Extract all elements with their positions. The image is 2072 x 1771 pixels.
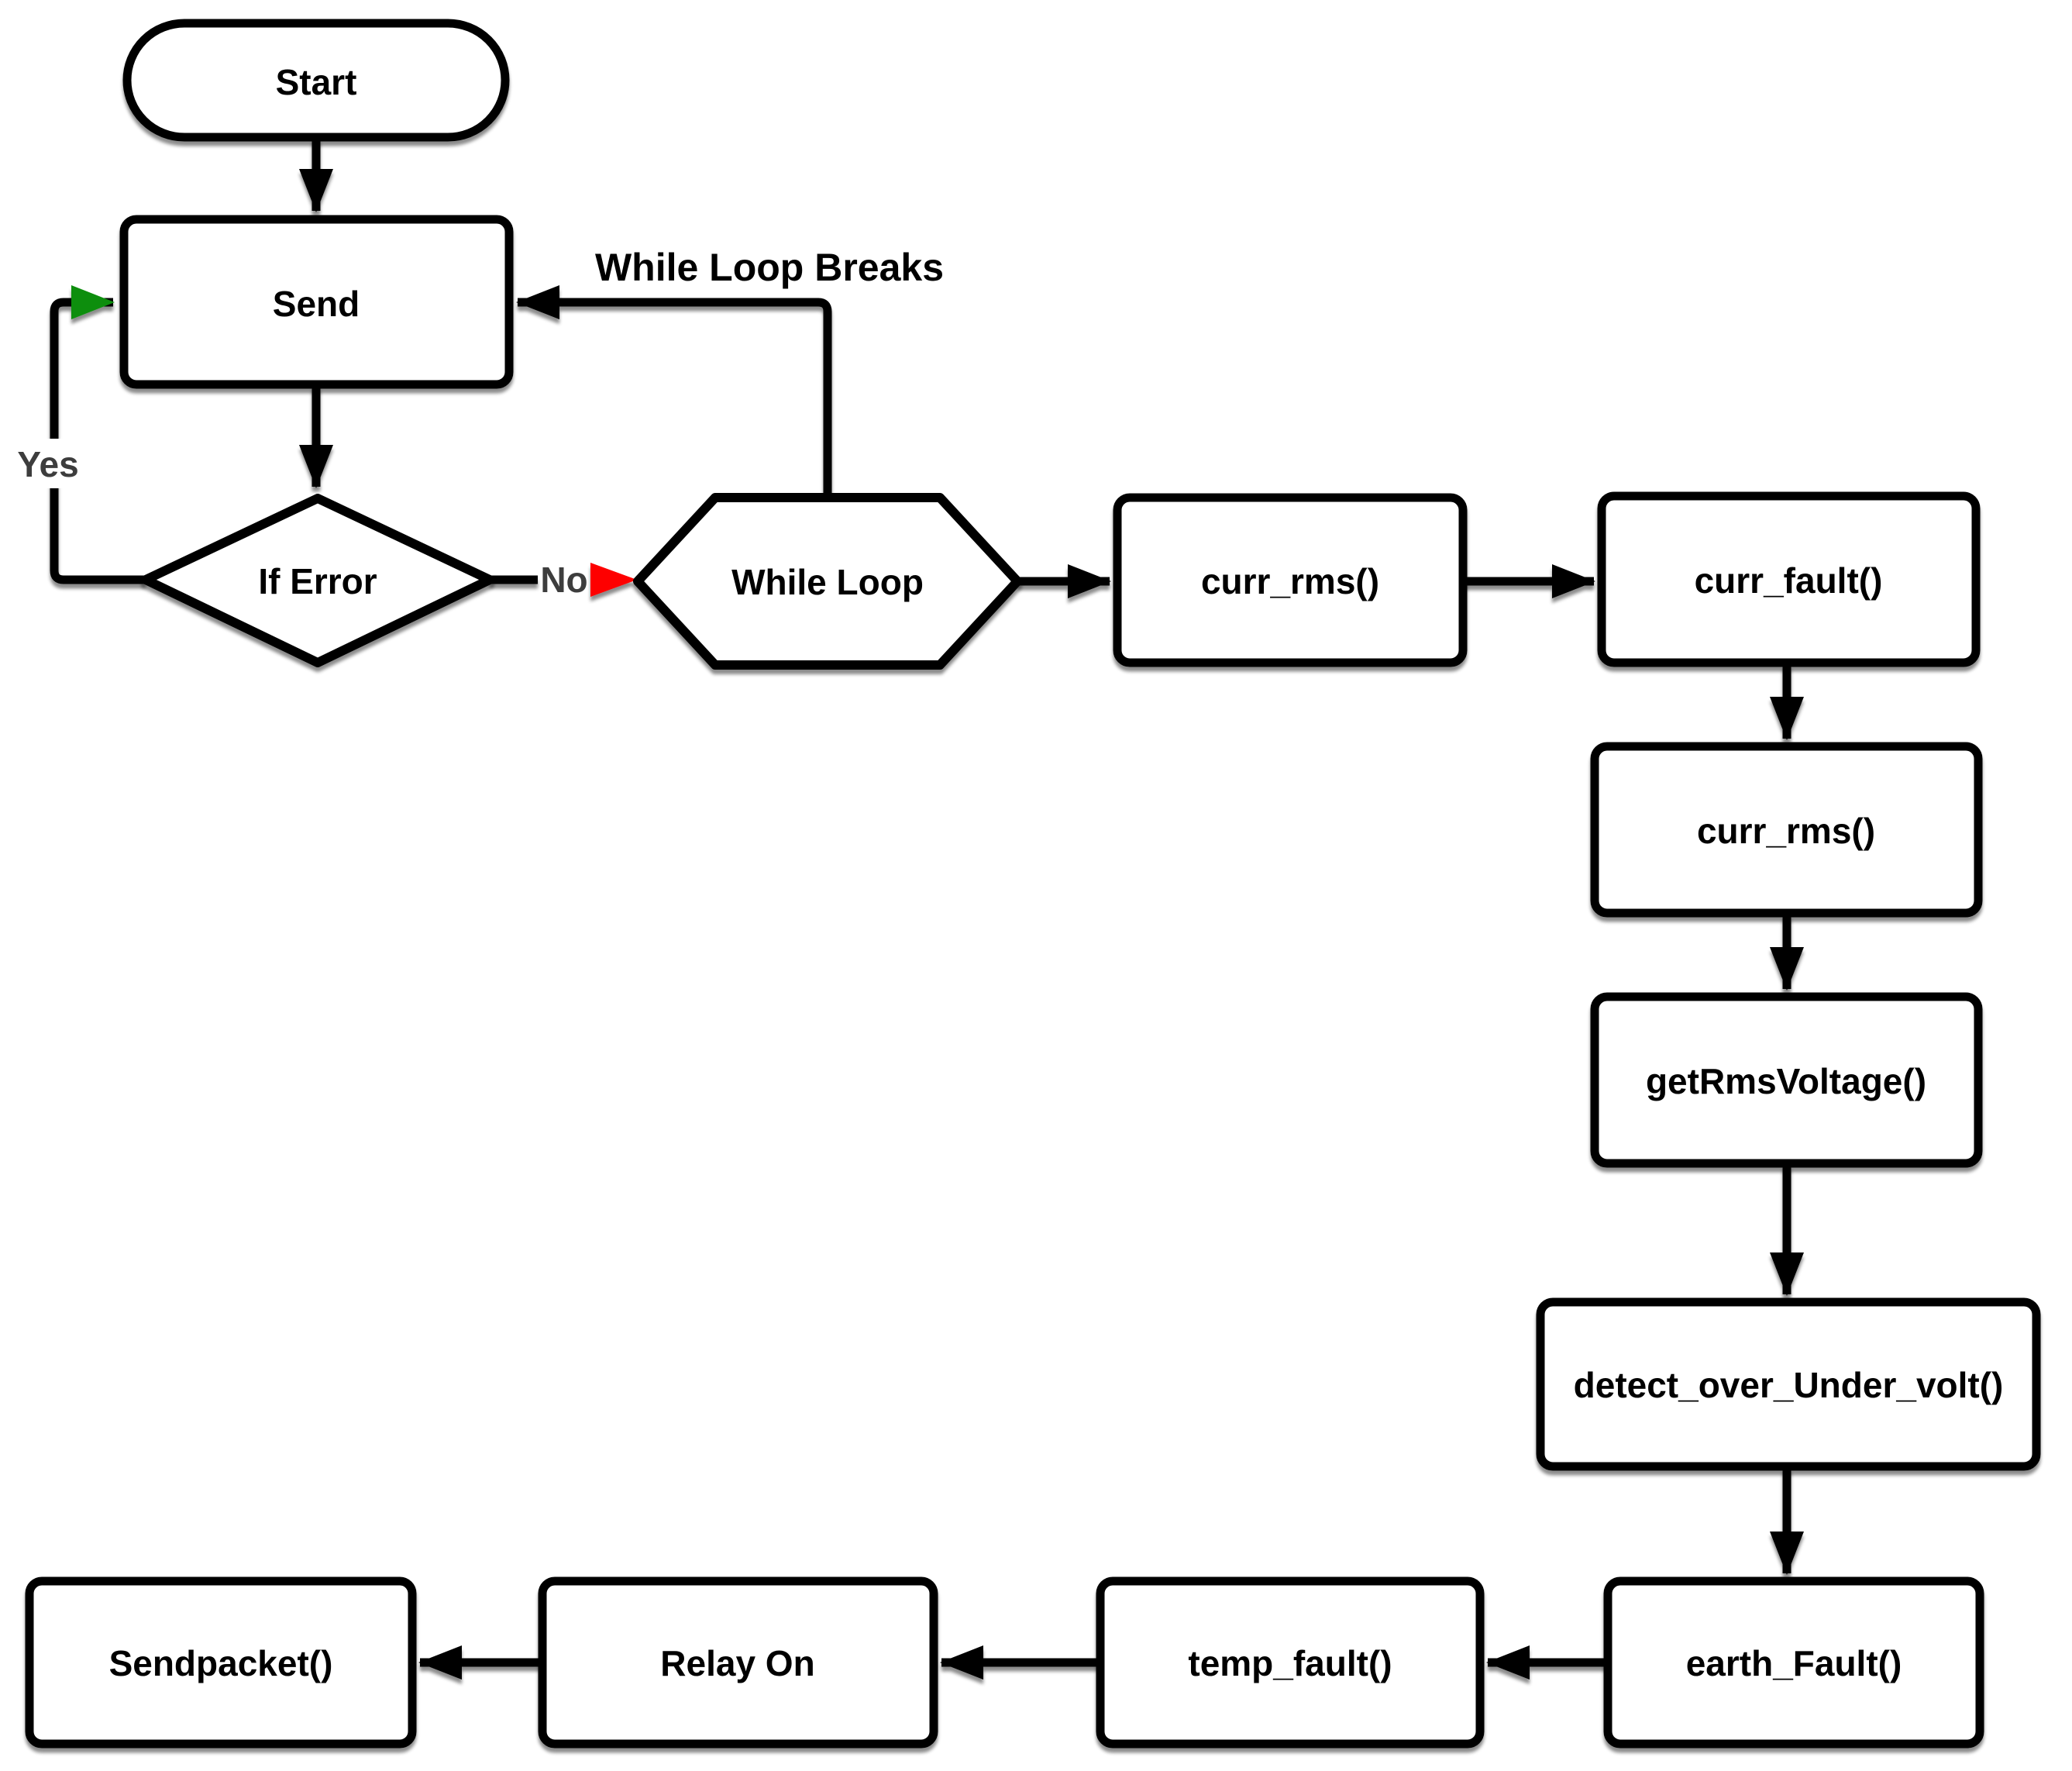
get-rms-voltage-label: getRmsVoltage()	[1646, 1061, 1926, 1101]
start-label: Start	[276, 62, 357, 102]
while-loop-breaks-label: While Loop Breaks	[595, 246, 944, 289]
get-rms-voltage-node	[1590, 992, 1983, 1168]
if-error-node	[141, 494, 494, 667]
detect-over-under-volt-label: detect_over_Under_volt()	[1574, 1365, 2004, 1405]
temp-fault-node	[1096, 1576, 1485, 1749]
while-loop-node	[633, 493, 1022, 670]
curr-rms-1-node	[1113, 493, 1468, 667]
relay-on-label: Relay On	[660, 1643, 814, 1683]
edges-group	[50, 138, 1804, 1680]
start-node	[122, 19, 510, 142]
yes-label-bg	[12, 439, 85, 488]
no-label: No	[540, 560, 587, 600]
send-label: Send	[273, 284, 360, 324]
earth-fault-node	[1603, 1576, 1984, 1749]
nodes-group	[25, 19, 2041, 1749]
detect-over-under-volt-node	[1536, 1297, 2041, 1471]
yes-label: Yes	[17, 444, 78, 484]
relay-on-node	[538, 1576, 938, 1749]
edge-while-loop-breaks-to-send	[516, 285, 832, 496]
temp-fault-label: temp_fault()	[1188, 1643, 1392, 1683]
earth-fault-label: earth_Fault()	[1686, 1643, 1902, 1683]
curr-fault-node	[1597, 491, 1981, 667]
arrowhead-red	[590, 563, 637, 597]
while-loop-label: While Loop	[731, 562, 924, 602]
sendpacket-node	[25, 1576, 417, 1749]
curr-rms-2-node	[1590, 742, 1983, 918]
curr-fault-label: curr_fault()	[1695, 560, 1883, 601]
node-labels-group: Start Send If Error While Loop curr_rms(…	[109, 62, 2004, 1683]
if-error-label: If Error	[258, 561, 377, 601]
curr-rms-1-label: curr_rms()	[1201, 561, 1379, 601]
curr-rms-2-label: curr_rms()	[1697, 811, 1875, 851]
send-node	[119, 215, 514, 389]
edge-labels-group: While Loop Breaks Yes No	[12, 246, 944, 600]
sendpacket-label: Sendpacket()	[109, 1643, 333, 1683]
